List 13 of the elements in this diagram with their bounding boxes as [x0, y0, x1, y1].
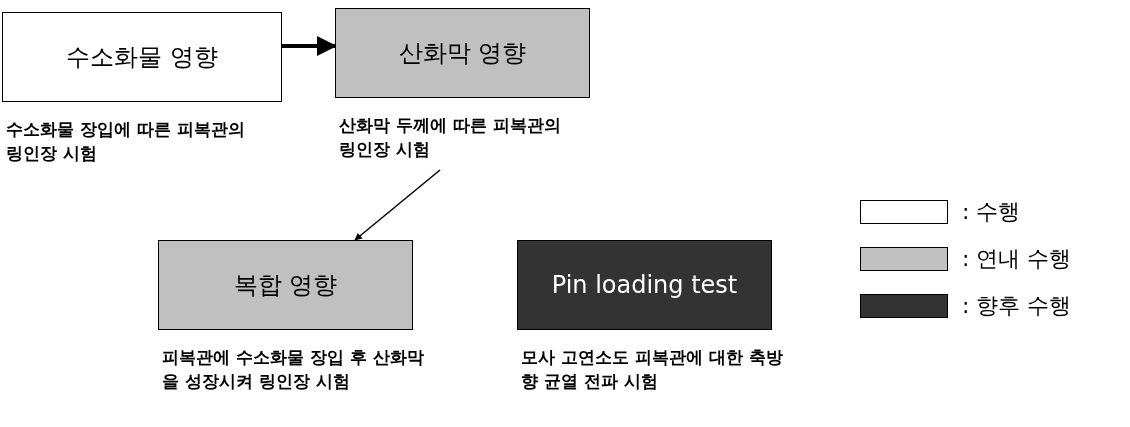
legend-label: : 연내 수행	[962, 245, 1072, 273]
process-box: 복합 영향	[158, 240, 413, 330]
legend-label: : 향후 수행	[962, 292, 1072, 320]
caption-text: 모사 고연소도 피복관에 대한 축방향 균열 전파 시험	[521, 346, 784, 393]
legend-label: : 수행	[962, 198, 1021, 226]
process-box: 산화막 영향	[335, 8, 590, 98]
arrow	[354, 169, 441, 241]
caption-text: 수소화물 장입에 따른 피복관의 링인장 시험	[6, 118, 246, 165]
caption-text: 산화막 두께에 따른 피복관의 링인장 시험	[339, 114, 562, 161]
process-box: Pin loading test	[517, 240, 772, 330]
process-box: 수소화물 영향	[2, 12, 282, 102]
caption-text: 피복관에 수소화물 장입 후 산화막을 성장시켜 링인장 시험	[162, 346, 425, 393]
arrow	[282, 36, 337, 56]
